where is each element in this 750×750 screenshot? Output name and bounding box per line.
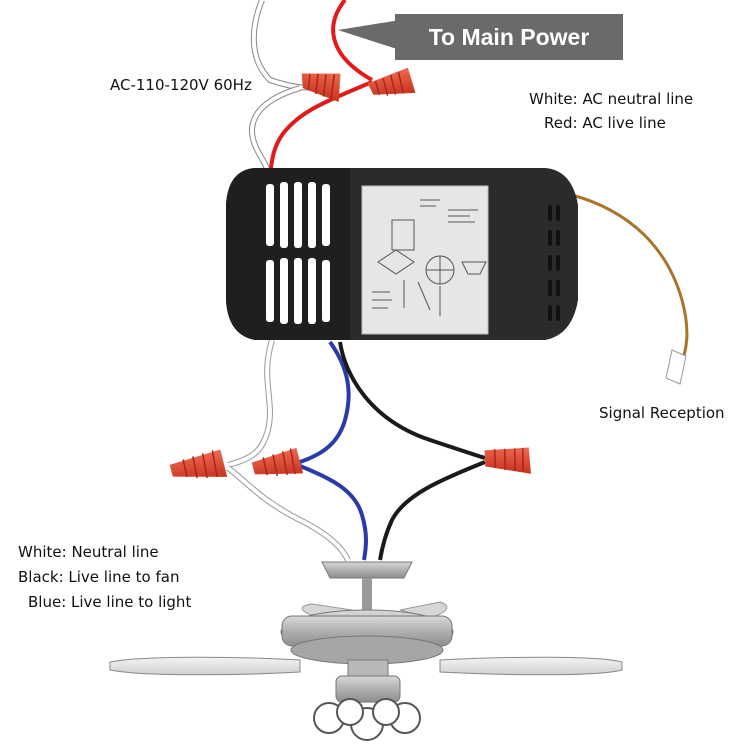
- fan-downrod: [362, 578, 372, 612]
- legend-output-blue: Blue: Live line to light: [28, 593, 192, 611]
- output-blue-wire: [299, 340, 368, 561]
- fan-blade-right: [439, 656, 623, 676]
- input-red-wire: [268, 0, 373, 176]
- output-white-wires: [226, 339, 351, 562]
- fan-canopy: [321, 561, 413, 579]
- signal-reception-label: Signal Reception: [599, 404, 725, 422]
- receiver-box: [226, 168, 578, 340]
- legend-input-white: White: AC neutral line: [529, 90, 694, 108]
- to-main-power-tag: To Main Power: [395, 14, 623, 60]
- power-arrow: [338, 20, 400, 50]
- output-black-wire: [338, 341, 486, 561]
- vent-slots: [266, 182, 330, 324]
- wire-nut-lower-black: [484, 447, 531, 474]
- wiring-sticker: [361, 185, 489, 335]
- antenna-wire: [559, 190, 689, 385]
- wire-nut-lower-white: [169, 449, 228, 479]
- light-bulbs: [313, 698, 421, 741]
- fan-blade-left: [109, 656, 301, 676]
- wire-nut-red: [367, 67, 416, 96]
- legend-output-black: Black: Live line to fan: [18, 568, 180, 586]
- legend-output-white: White: Neutral line: [18, 543, 159, 561]
- legend-input-red: Red: AC live line: [544, 114, 666, 132]
- wire-nut-lower-blue: [251, 447, 304, 477]
- ceiling-fan: [109, 561, 623, 741]
- wire-nut-white: [301, 73, 341, 102]
- supply-voltage-label: AC-110-120V 60Hz: [110, 76, 252, 94]
